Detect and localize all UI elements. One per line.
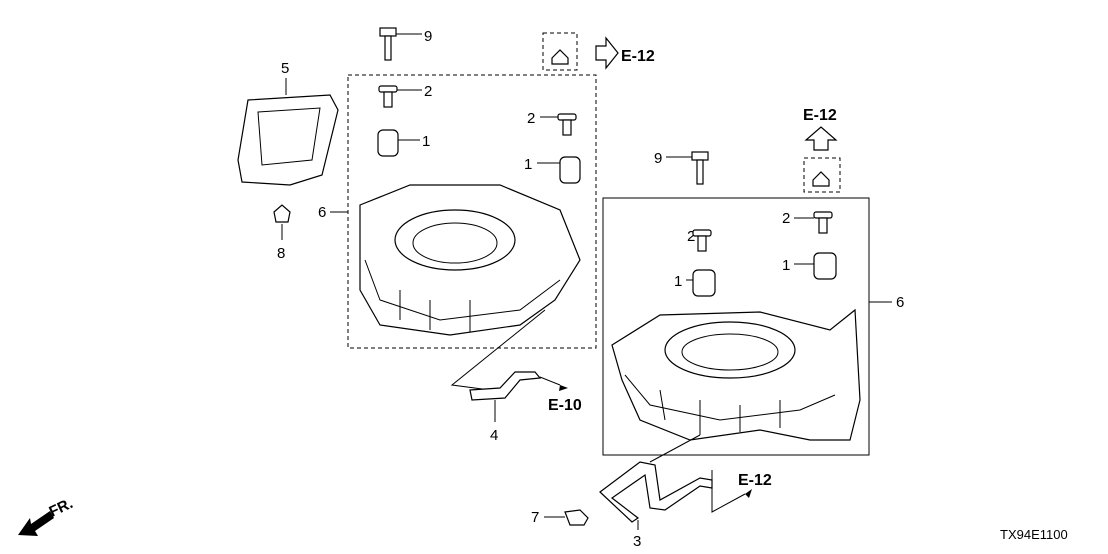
clip-part-7	[564, 509, 589, 526]
callout-2: 2	[687, 228, 695, 245]
callout-1: 1	[674, 273, 682, 290]
nut-icon	[551, 49, 569, 65]
callout-2: 2	[424, 83, 432, 100]
callout-2: 2	[527, 110, 535, 127]
callout-4: 4	[490, 427, 498, 444]
clip-part-8	[273, 204, 291, 223]
screw-2-right	[692, 229, 712, 252]
callout-5: 5	[281, 60, 289, 77]
ref-e12-right: E-12	[803, 107, 837, 124]
arrow-right-icon	[595, 36, 619, 70]
arrow-up-icon	[804, 126, 838, 151]
ref-e12-hose: E-12	[738, 472, 772, 489]
callout-9: 9	[654, 150, 662, 167]
nut-icon	[812, 171, 830, 187]
nut-dashed-box	[803, 157, 841, 193]
grommet-1-right-top	[813, 252, 837, 280]
callout-6: 6	[896, 294, 904, 311]
ref-e10: E-10	[548, 397, 582, 414]
ref-e12-top: E-12	[621, 48, 655, 65]
screw-2-right-top	[813, 211, 833, 234]
hose-part-3	[599, 461, 713, 523]
callout-1: 1	[782, 257, 790, 274]
bolt-9-top	[379, 27, 422, 61]
hose-part-4	[469, 371, 542, 401]
callout-1: 1	[524, 156, 532, 173]
callout-3: 3	[633, 533, 641, 550]
blower-unit-left	[359, 184, 581, 336]
callout-9: 9	[424, 28, 432, 45]
front-arrow-icon	[18, 511, 54, 536]
callout-7: 7	[531, 509, 539, 526]
duct-part-5	[237, 94, 339, 186]
right-assembly-box	[602, 197, 870, 456]
callout-6: 6	[318, 204, 326, 221]
bolt-9-right	[691, 151, 709, 185]
grommet-1-right	[692, 269, 716, 297]
grommet-1-mid	[537, 156, 581, 184]
grommet-1-left	[377, 129, 420, 157]
callout-8: 8	[277, 245, 285, 262]
screw-2-mid	[540, 113, 577, 136]
diagram-code: TX94E1100	[1000, 527, 1068, 542]
nut-dashed-box	[542, 32, 578, 71]
screw-2-left	[378, 85, 422, 108]
front-label: FR.	[47, 495, 76, 521]
callout-2: 2	[782, 210, 790, 227]
blower-unit-right	[611, 308, 861, 441]
callout-1: 1	[422, 133, 430, 150]
